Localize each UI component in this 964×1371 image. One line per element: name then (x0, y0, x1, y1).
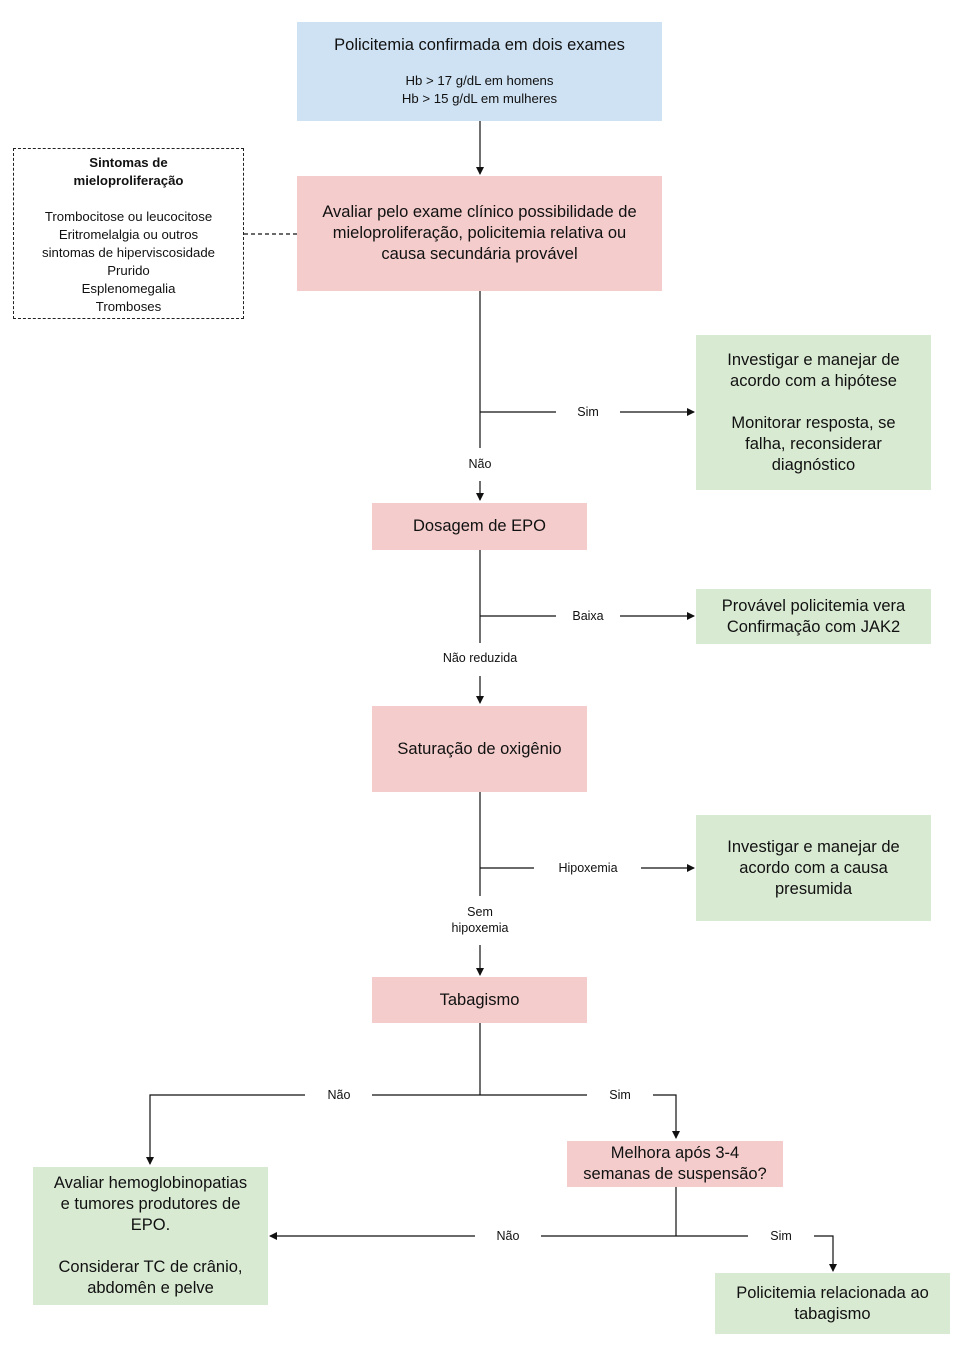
evaluate-line2: mieloproliferação, policitemia relativa … (332, 224, 627, 242)
node-investigate-hypothesis: Investigar e manejar de acordo com a hip… (696, 335, 931, 490)
sem-hipoxemia-line1: Sem (467, 905, 493, 919)
hemoglobin-line3: EPO. (130, 1216, 171, 1234)
pv-line2: Confirmação com JAK2 (726, 617, 901, 636)
symptom-item: Prurido (107, 263, 150, 278)
edge-label-nao-reduzida: Não reduzida (442, 650, 518, 666)
node-epo: Dosagem de EPO (372, 503, 587, 550)
start-line2: Hb > 15 g/dL em mulheres (401, 91, 558, 106)
hemoglobin-line1: Avaliar hemoglobinopatias (53, 1174, 248, 1192)
symptom-item: Eritromelalgia ou outros (58, 227, 199, 242)
epo-label: Dosagem de EPO (413, 517, 546, 535)
node-sat: Saturação de oxigênio (372, 706, 587, 792)
edge-sim3 (814, 1235, 837, 1272)
sem-hipoxemia-line2: hipoxemia (451, 921, 509, 935)
evaluate-line1: Avaliar pelo exame clínico possibilidade… (322, 203, 637, 221)
start-line1: Hb > 17 g/dL em homens (405, 73, 554, 88)
edge-label-sim2: Sim (609, 1087, 631, 1103)
node-start: Policitemia confirmada em dois exames Hb… (297, 22, 662, 121)
edge-label-hipoxemia: Hipoxemia (558, 860, 618, 876)
edge-label-sim3: Sim (770, 1228, 792, 1244)
node-hemoglobin: Avaliar hemoglobinopatias e tumores prod… (33, 1167, 268, 1305)
node-investigate-cause: Investigar e manejar de acordo com a cau… (696, 815, 931, 921)
edge-label-baixa: Baixa (572, 608, 604, 624)
node-symptoms: Sintomas de mieloproliferação Trombocito… (13, 148, 244, 319)
hemoglobin-line4: Considerar TC de crânio, (58, 1258, 243, 1276)
node-improve: Melhora após 3-4 semanas de suspensão? (567, 1141, 783, 1187)
investigate-hypothesis-line5: diagnóstico (771, 455, 856, 474)
symptom-item: Trombocitose ou leucocitose (44, 209, 213, 224)
edge-label-sem-hipoxemia: Sem hipoxemia (451, 904, 509, 936)
investigate-hypothesis-line2: acordo com a hipótese (730, 371, 897, 390)
evaluate-line3: causa secundária provável (381, 245, 578, 263)
symptom-item: Esplenomegalia (81, 281, 176, 296)
node-smoking-related: Policitemia relacionada ao tabagismo (715, 1273, 950, 1334)
improve-line2: semanas de suspensão? (583, 1165, 767, 1183)
investigate-cause-line3: presumida (774, 879, 853, 898)
hemoglobin-line2: e tumores produtores de (60, 1195, 241, 1213)
symptoms-title-1: Sintomas de (89, 155, 168, 170)
smoking-related-line1: Policitemia relacionada ao (736, 1283, 929, 1302)
symptom-item: Tromboses (95, 299, 162, 314)
sat-label: Saturação de oxigênio (397, 739, 562, 758)
smoking-related-line2: tabagismo (794, 1304, 871, 1323)
smoking-label: Tabagismo (439, 990, 520, 1009)
edge-nao2 (146, 1094, 305, 1165)
edge-label-nao3: Não (496, 1228, 520, 1244)
edge-label-nao2: Não (327, 1087, 351, 1103)
pv-line1: Provável policitemia vera (721, 596, 906, 615)
investigate-hypothesis-line4: falha, reconsiderar (745, 434, 882, 453)
investigate-hypothesis-line3: Monitorar resposta, se (731, 413, 896, 432)
investigate-cause-line1: Investigar e manejar de (727, 837, 900, 856)
investigate-cause-line2: acordo com a causa (739, 858, 888, 877)
edge-label-sim1: Sim (577, 404, 599, 420)
improve-line1: Melhora após 3-4 (610, 1144, 740, 1162)
hemoglobin-line5: abdomên e pelve (87, 1279, 214, 1297)
start-title: Policitemia confirmada em dois exames (334, 36, 625, 54)
edge-label-nao1: Não (468, 456, 492, 472)
node-evaluate: Avaliar pelo exame clínico possibilidade… (297, 176, 662, 291)
node-smoking: Tabagismo (372, 977, 587, 1023)
node-pv: Provável policitemia vera Confirmação co… (696, 589, 931, 644)
symptom-item: sintomas de hiperviscosidade (42, 245, 215, 260)
investigate-hypothesis-line1: Investigar e manejar de (727, 350, 900, 369)
symptoms-title-2: mieloproliferação (73, 173, 184, 188)
edge-sim2 (653, 1094, 680, 1139)
